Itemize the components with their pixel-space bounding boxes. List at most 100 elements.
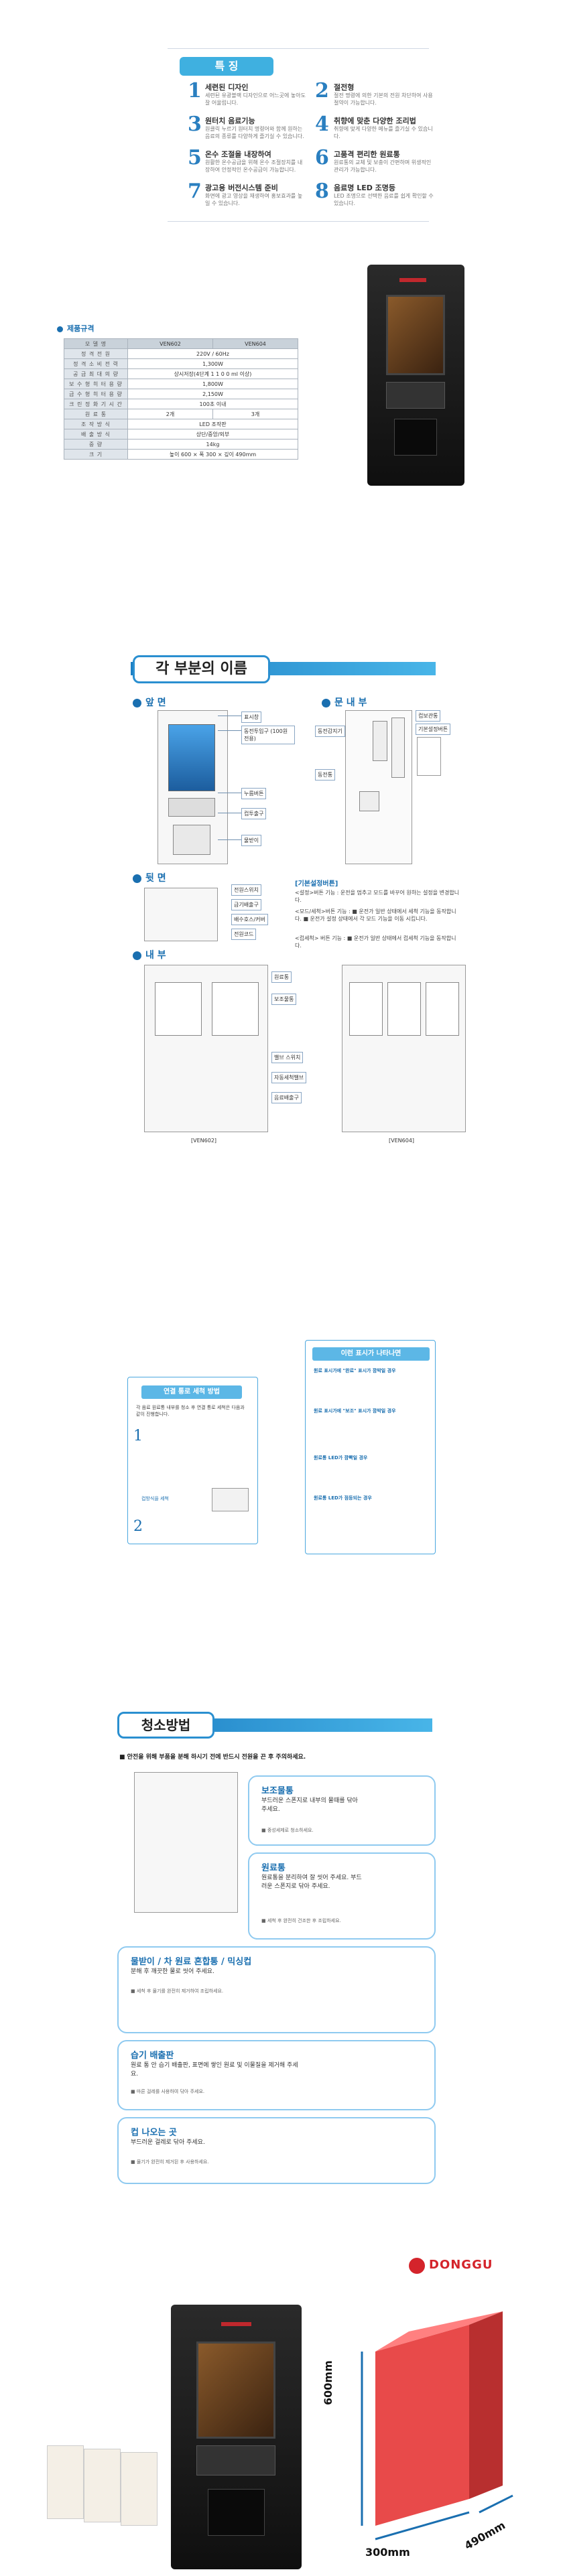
feature-2-title: 절전형 xyxy=(334,83,355,92)
front-diagram xyxy=(158,710,228,864)
label-display: 표시창 xyxy=(241,711,262,723)
clean-box-aux-tank-note: ■ 중성세제로 청소하세요. xyxy=(261,1828,314,1833)
product-machine-image xyxy=(171,2305,302,2569)
connector-line xyxy=(218,730,241,731)
door-coin-box xyxy=(359,791,379,811)
spec-header-row: 모 델 명 VEN602 VEN604 xyxy=(64,338,299,349)
machine-cup-outlet xyxy=(208,2489,265,2536)
bullet-icon xyxy=(133,951,141,960)
wash-caption: 컵방식을 세척 xyxy=(141,1496,169,1501)
front-screen xyxy=(168,724,215,791)
features-bottom-rule xyxy=(168,221,429,222)
feature-1-desc: 세련된 유광블랙 디자인으로 어느곳에 놓아도 잘 어울립니다. xyxy=(205,92,306,106)
wash-intro: 각 음료 원료통 내부를 청소 후 연결 통로 세척은 다음과 같이 진행합니다… xyxy=(136,1405,245,1417)
vending-machine-image xyxy=(367,265,464,486)
feature-1-num: 1 xyxy=(188,79,202,103)
cleaning-warning: ■ 안전을 위해 부품을 분해 하시기 전에 반드시 전원을 끈 후 주의하세요… xyxy=(119,1754,306,1761)
indicator-item-2: 원료 표시가에 "보조" 표시가 깜박일 경우 xyxy=(314,1408,396,1414)
machine-logo-strip xyxy=(399,278,426,282)
clean-box-cup-outlet: 컵 나오는 곳 부드러운 걸레로 닦아 주세요. ■ 물기가 완전히 제거된 후… xyxy=(117,2117,436,2184)
clean-box-tray: 물받이 / 차 원료 혼합통 / 믹싱컵 분해 후 깨끗한 물로 씻어 주세요.… xyxy=(117,1946,436,2033)
connector-line xyxy=(218,839,241,840)
spec-header-model-b: VEN604 xyxy=(212,338,299,349)
indicator-item-1: 원료 표시가에 "완료" 표시가 깜박일 경우 xyxy=(314,1368,396,1373)
spec-header-model-a: VEN602 xyxy=(127,338,213,349)
clean-box-steam-title: 습기 배출판 xyxy=(131,2051,174,2061)
feature-4-title: 취향에 맞춘 다양한 조리법 xyxy=(334,117,416,125)
clean-box-canister-title: 원료통 xyxy=(261,1863,286,1873)
label-coin-box: 동전통 xyxy=(315,769,336,781)
label-drip-tray: 물받이 xyxy=(241,835,262,846)
machine-screen xyxy=(386,295,445,375)
basic-setting-note-3: <컵세척> 버튼 기능 : ■ 운전가 일반 상태에서 컵세척 기능을 동작합니… xyxy=(295,935,456,949)
machine-button-panel xyxy=(196,2445,275,2476)
clean-box-aux-tank-text: 부드러운 스폰지로 내부의 물때를 닦아 주세요. xyxy=(261,1798,358,1813)
feature-8-desc: LED 조명으로 선택한 음료를 쉽게 확인할 수 있습니다. xyxy=(334,193,434,206)
dimension-height: 600mm xyxy=(322,2360,334,2405)
dimension-cube xyxy=(361,2311,513,2540)
feature-8-title: 음료명 LED 조명등 xyxy=(334,184,396,192)
indicator-item-3: 원료통 LED가 깜빡일 경우 xyxy=(314,1455,368,1461)
clean-box-cup-outlet-title: 컵 나오는 곳 xyxy=(131,2128,177,2138)
wash-illustration xyxy=(212,1488,249,1511)
door-coin-mechanism xyxy=(373,721,387,761)
door-heading: 문 내 부 xyxy=(322,695,367,709)
door-diagram xyxy=(345,710,412,864)
setting-button-panel xyxy=(417,737,441,776)
model-caption-left: [VEN602] xyxy=(191,1138,217,1144)
feature-5-title: 온수 조절을 내장하여 xyxy=(205,150,271,159)
feature-6-title: 고품격 편리한 원료통 xyxy=(334,150,400,159)
label-power-switch: 전원스위치 xyxy=(231,884,261,896)
feature-2-num: 2 xyxy=(315,79,329,103)
features-title: 특 징 xyxy=(180,57,273,76)
dimension-width: 300mm xyxy=(365,2546,410,2559)
canister xyxy=(387,982,421,1036)
clean-box-canister: 원료통 원료통을 분리하여 잘 씻어 주세요. 부드러운 스폰지로 닦아 주세요… xyxy=(248,1852,436,1940)
clean-box-steam-note: ■ 마른 걸레를 사용하여 닦아 주세요. xyxy=(131,2089,205,2094)
feature-7-desc: 화면에 광고 영상을 재생하여 홍보효과를 높일 수 있습니다. xyxy=(205,193,303,206)
label-drain-hose: 배수호스/커버 xyxy=(231,914,268,925)
feature-6-num: 6 xyxy=(315,146,329,170)
basic-setting-note-2: <모드/세척>버튼 기능 : ■ 운전가 일반 상태에서 세척 기능을 동작합니… xyxy=(295,908,456,922)
feature-5-desc: 원활한 온수공급을 위해 온수 조절장치를 내장하여 안정적인 온수공급이 가능… xyxy=(205,159,303,173)
parts-title: 각 부분의 이름 xyxy=(133,655,270,683)
clean-box-steam: 습기 배출판 원료 통 안 습기 배출판, 표면에 쌓인 원료 및 이물질을 제… xyxy=(117,2040,436,2110)
label-basic-setting-button: 기본설정버튼 xyxy=(416,724,451,735)
label-drink-outlet: 음료배출구 xyxy=(271,1092,302,1103)
feature-3-desc: 원클릭 누르기 원터치 명령어와 함께 원하는 음료의 종류를 다양하게 즐기실… xyxy=(205,126,304,139)
basic-setting-title: [기본설정버튼] xyxy=(295,880,338,888)
bullet-icon xyxy=(57,326,63,332)
product-bag xyxy=(121,2452,158,2526)
canister xyxy=(349,982,383,1036)
interior-diagram-left xyxy=(144,965,268,1132)
feature-8-num: 8 xyxy=(315,180,329,203)
features-top-rule xyxy=(168,48,429,49)
bullet-icon xyxy=(322,698,330,707)
cleaning-machine-diagram xyxy=(134,1772,238,1913)
machine-cup-outlet xyxy=(394,419,437,456)
back-heading: 뒷 면 xyxy=(133,871,166,884)
label-aux-tank: 보조물통 xyxy=(271,994,297,1005)
label-steam-outlet: 급기배출구 xyxy=(231,899,261,910)
label-cup-outlet: 컵투출구 xyxy=(241,808,267,819)
back-diagram xyxy=(144,888,218,941)
clean-box-canister-note: ■ 세척 후 완전히 건조한 후 조립하세요. xyxy=(261,1918,341,1923)
basic-setting-note-1: <설정>버튼 기능 : 운전을 멈추고 모드를 바꾸어 원하는 설정을 변경합니… xyxy=(295,890,460,903)
brand-logo-icon xyxy=(409,2258,425,2274)
label-cup-holder: 컵보관통 xyxy=(416,710,441,722)
brand-logo: DONGGU xyxy=(429,2258,493,2272)
feature-7-num: 7 xyxy=(188,180,202,203)
wash-step-2: 2 xyxy=(133,1518,143,1535)
clean-box-aux-tank-title: 보조물통 xyxy=(261,1786,294,1796)
label-canister: 원료통 xyxy=(271,971,292,983)
indicator-panel-title: 이런 표시가 나타나면 xyxy=(312,1347,430,1361)
